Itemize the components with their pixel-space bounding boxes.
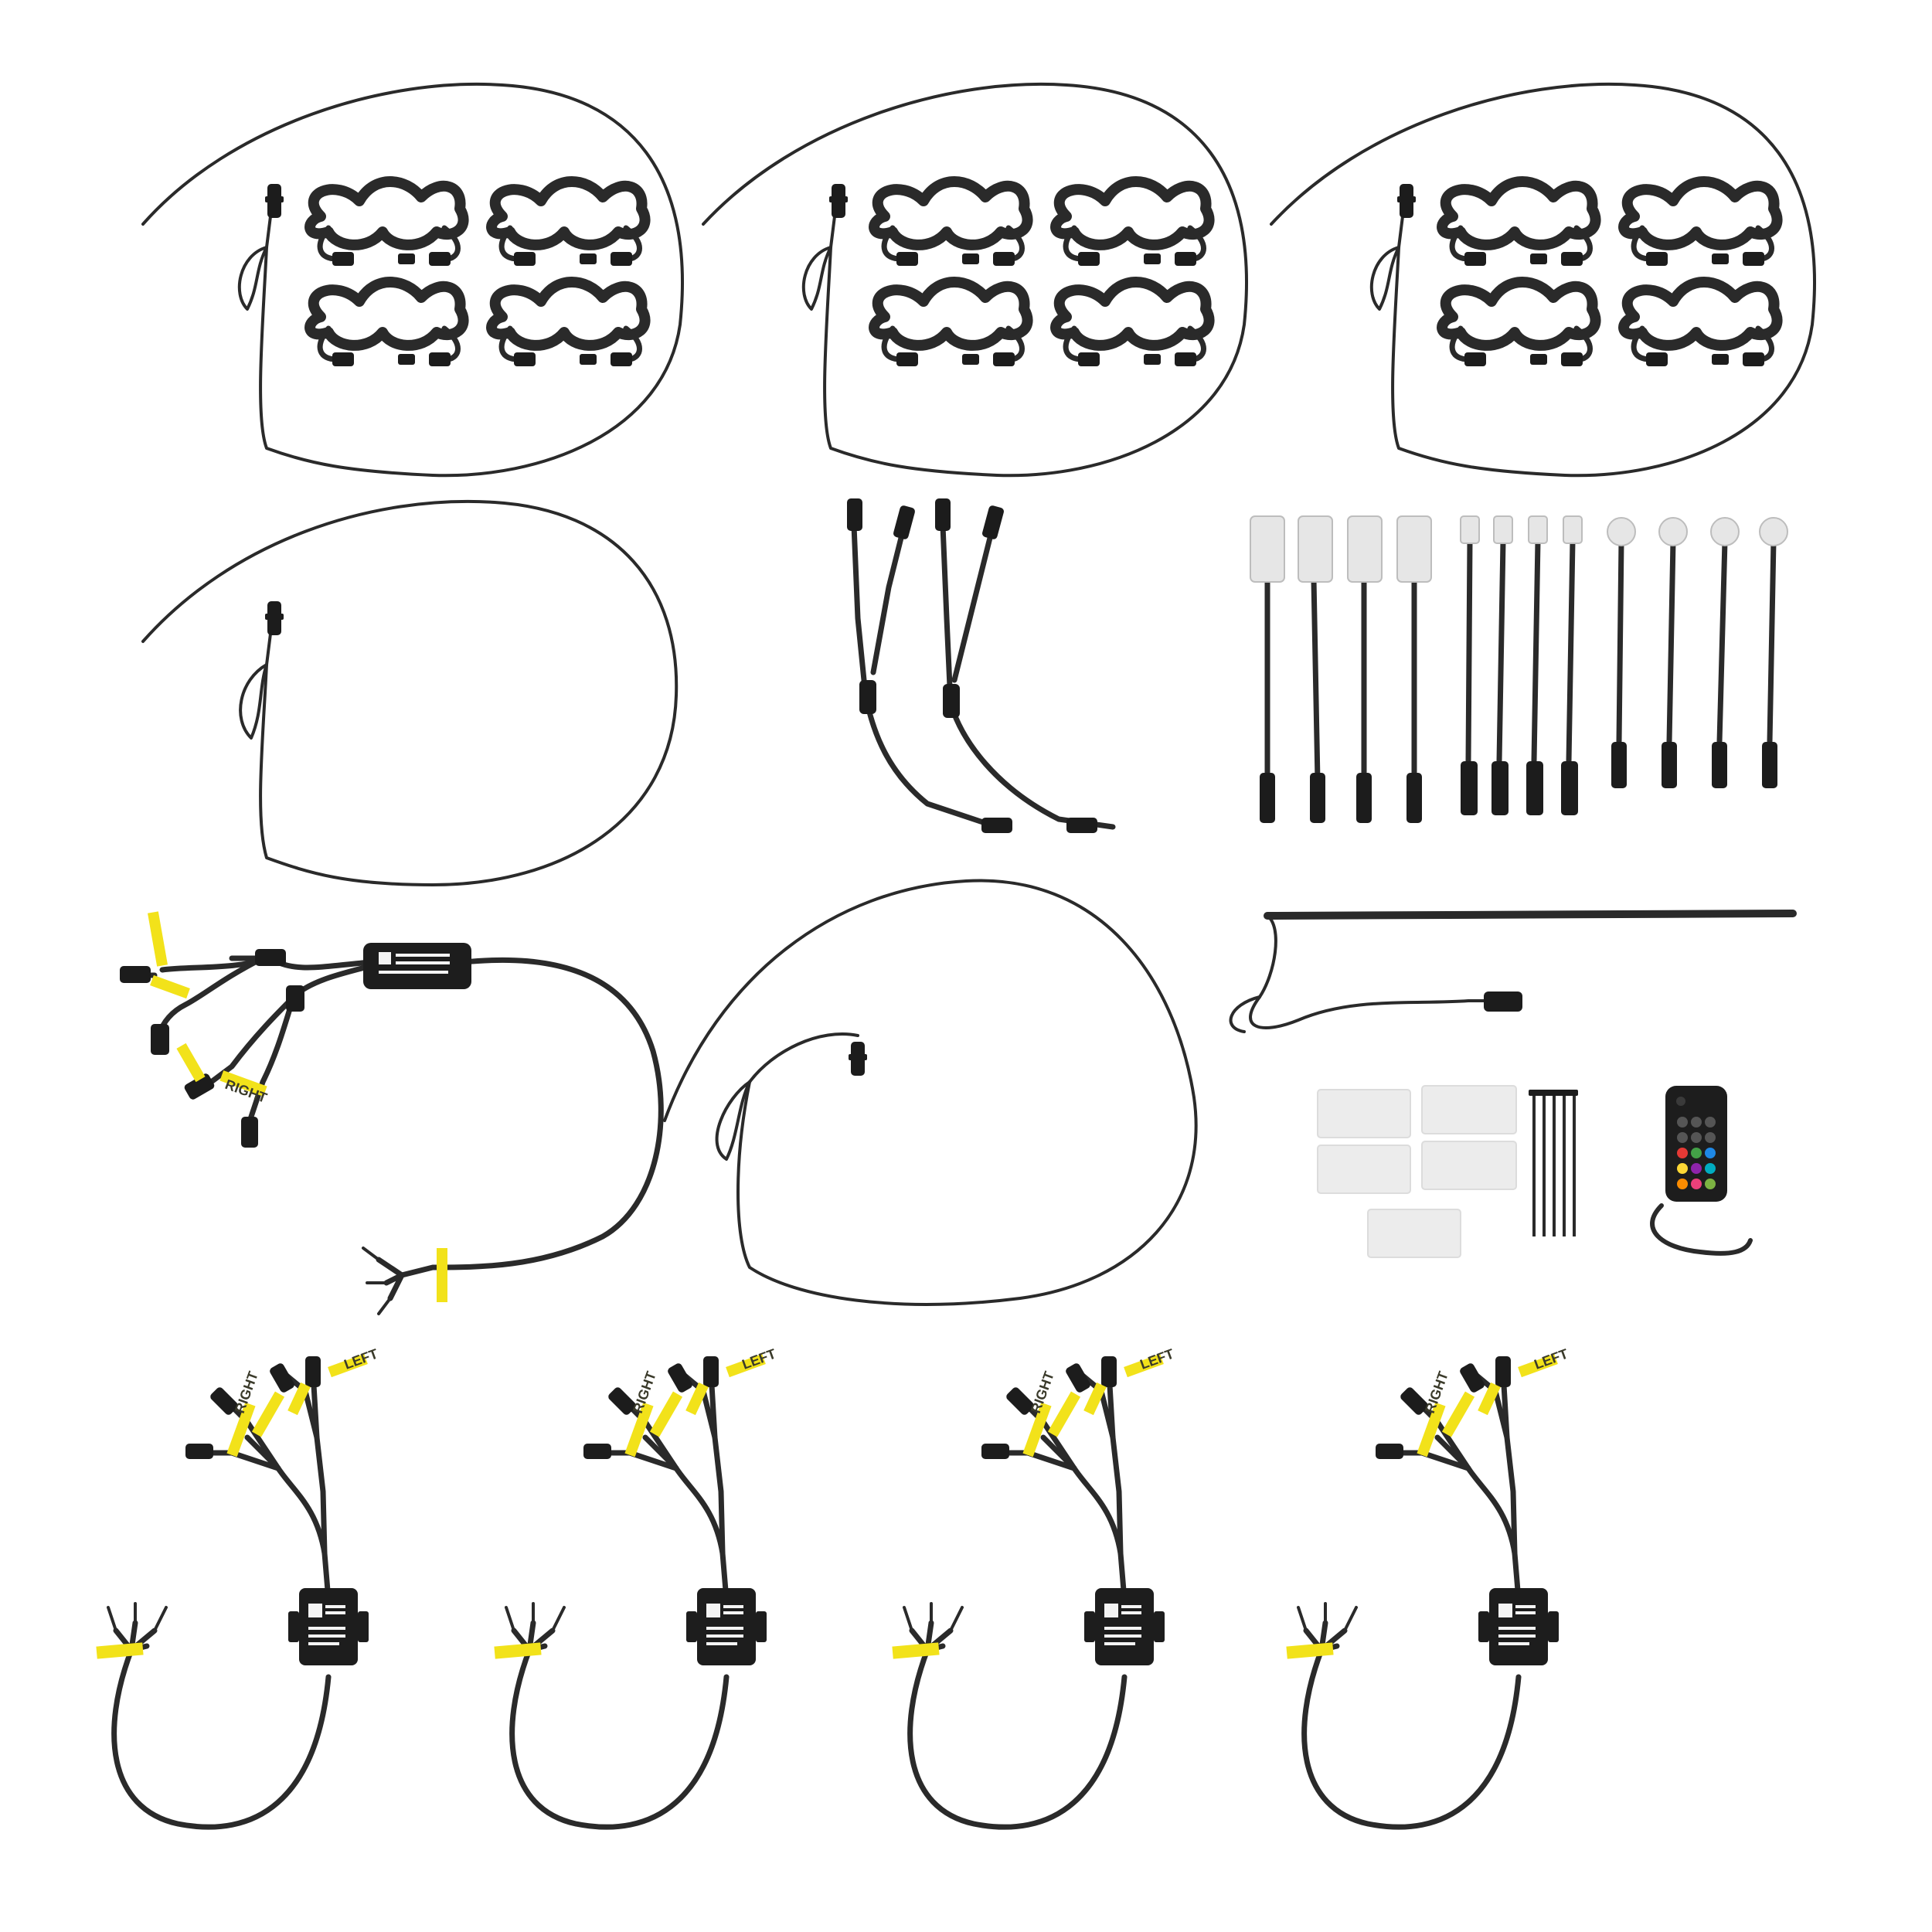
controller-harness-2 — [494, 1354, 767, 1827]
ir-remote — [1650, 1086, 1753, 1256]
led-pod-wide-3 — [1347, 515, 1383, 823]
extension-cable-loop — [141, 499, 679, 886]
zip-ties — [1529, 1090, 1578, 1236]
tag-left-3: LEFT — [1138, 1346, 1176, 1372]
tag-left-1: LEFT — [342, 1346, 380, 1372]
wheel-light-kit-1 — [141, 82, 684, 478]
led-pod-round-3 — [1710, 517, 1740, 788]
led-pod-small-1 — [1460, 515, 1480, 815]
tag-right-3: RIGHT — [1028, 1369, 1057, 1415]
tag-right-1: RIGHT — [232, 1369, 261, 1415]
controller-harness-4 — [1286, 1354, 1559, 1827]
led-pod-wide-4 — [1396, 515, 1432, 823]
y-splitter-cables — [847, 498, 1116, 833]
led-pod-wide-2 — [1298, 515, 1333, 823]
led-pod-small-4 — [1561, 515, 1583, 815]
tag-left-4: LEFT — [1532, 1346, 1570, 1372]
tag-right-4: RIGHT — [1422, 1369, 1451, 1415]
tag-left-2: LEFT — [740, 1346, 778, 1372]
wheel-light-kit-2 — [702, 82, 1248, 478]
led-strip-bar — [1229, 910, 1797, 1033]
controller-harness-3 — [892, 1354, 1165, 1827]
controller-harness-1 — [96, 1354, 369, 1827]
led-pod-round-2 — [1658, 517, 1688, 788]
led-pod-round-4 — [1759, 517, 1788, 788]
led-pod-small-3 — [1526, 515, 1548, 815]
main-controller-harness — [120, 911, 664, 1315]
tag-right-2: RIGHT — [630, 1369, 659, 1415]
led-pod-small-2 — [1492, 515, 1513, 815]
led-pods-set — [1250, 515, 1788, 823]
led-pod-wide-1 — [1250, 515, 1285, 823]
wheel-light-kit-3 — [1270, 82, 1816, 478]
extension-cable-loop-2 — [663, 879, 1198, 1306]
remote-buttons — [1677, 1117, 1716, 1189]
led-pod-round-1 — [1607, 517, 1636, 788]
adhesive-pads — [1317, 1085, 1517, 1258]
